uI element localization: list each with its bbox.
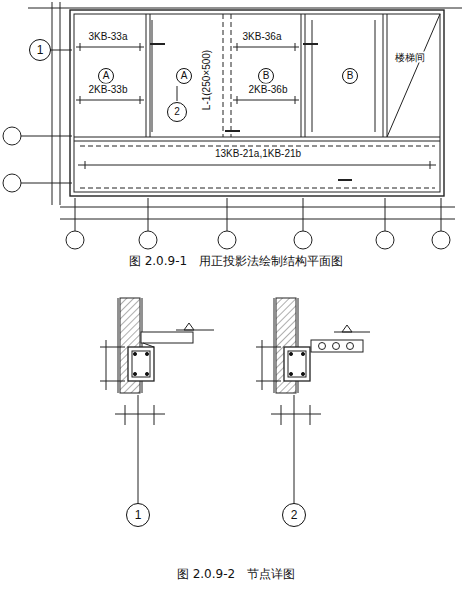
callout-circle: A <box>176 68 192 84</box>
figure-caption: 图 2.0.9-2 节点详图 <box>176 568 296 581</box>
callout-number: A <box>103 71 110 81</box>
callout-number: 2 <box>174 107 180 117</box>
callout-number: 1 <box>37 44 44 56</box>
callout-number: A <box>181 71 188 81</box>
callout-circle: B <box>258 68 274 84</box>
callout-number: B <box>347 71 354 81</box>
figure-caption: 图 2.0.9-1 用正投影法绘制结构平面图 <box>128 255 344 268</box>
room-label: 楼梯间 <box>394 52 426 63</box>
slab-label: 3KB-33a <box>88 31 129 42</box>
callout-circle: 2 <box>282 503 306 527</box>
callout-circle: 1 <box>126 503 150 527</box>
callout-number: 1 <box>135 509 142 521</box>
callout-circle: 2 <box>167 102 187 122</box>
slab-label: 2KB-33b <box>88 84 129 95</box>
beam-label: L-1(250×500) <box>201 49 212 111</box>
slab-label: 13KB-21a,1KB-21b <box>214 148 302 159</box>
callout-circle: 1 <box>29 39 51 61</box>
slab-label: 3KB-36a <box>242 31 283 42</box>
callout-circle: A <box>98 68 114 84</box>
callout-number: 2 <box>291 509 298 521</box>
slab-label: 2KB-36b <box>248 84 289 95</box>
callout-number: B <box>263 71 270 81</box>
callout-circle: B <box>342 68 358 84</box>
